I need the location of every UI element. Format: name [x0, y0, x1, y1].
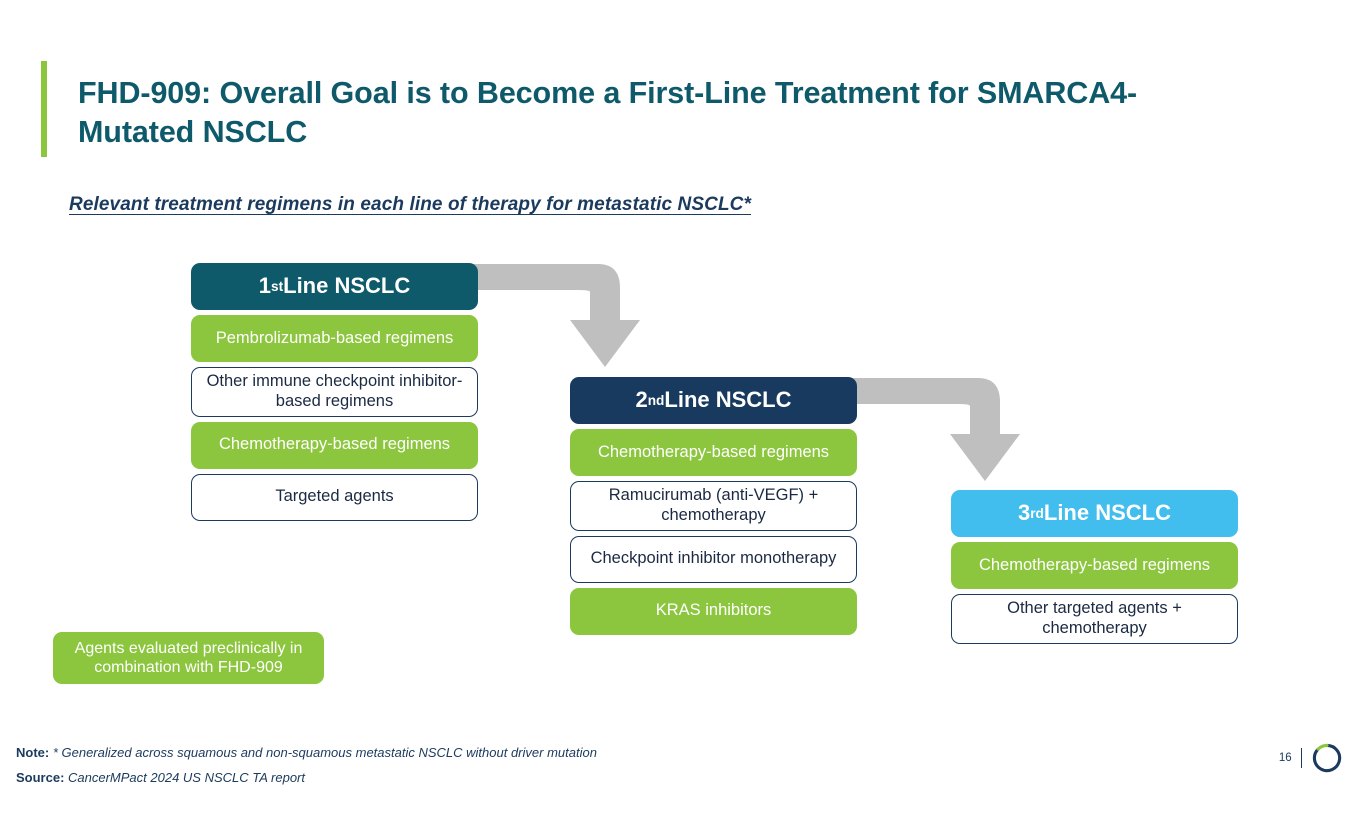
regimen-item[interactable]: Chemotherapy-based regimens: [570, 429, 857, 476]
header-text: Line NSCLC: [664, 387, 792, 413]
regimen-item[interactable]: Checkpoint inhibitor monotherapy: [570, 535, 857, 583]
page-footer: 16: [1279, 742, 1343, 774]
regimen-item[interactable]: Targeted agents: [191, 473, 478, 521]
arrow-1st-to-2nd-icon: [470, 264, 640, 367]
regimen-item[interactable]: Chemotherapy-based regimens: [191, 421, 478, 469]
footer-divider: [1300, 748, 1302, 768]
regimen-item[interactable]: KRAS inhibitors: [570, 587, 857, 635]
footnote-note: Note: * Generalized across squamous and …: [16, 740, 597, 765]
arrow-2nd-to-3rd-icon: [850, 378, 1020, 481]
regimen-item[interactable]: Ramucirumab (anti-VEGF) + chemotherapy: [570, 481, 857, 531]
footnote-source: Source: CancerMPact 2024 US NSCLC TA rep…: [16, 765, 597, 790]
footnote-note-text: * Generalized across squamous and non-sq…: [49, 745, 597, 760]
header-text: Line NSCLC: [283, 273, 411, 299]
regimen-item[interactable]: Other immune checkpoint inhibitor-based …: [191, 367, 478, 417]
page-title: FHD-909: Overall Goal is to Become a Fir…: [78, 76, 1138, 150]
regimen-item[interactable]: Chemotherapy-based regimens: [951, 542, 1238, 589]
legend-chip: Agents evaluated preclinically in combin…: [53, 632, 324, 684]
footnote-source-label: Source:: [16, 770, 65, 786]
company-logo-icon: [1312, 743, 1342, 773]
footnote-note-label: Note:: [16, 745, 50, 760]
header-text: Line NSCLC: [1043, 500, 1171, 526]
header-ordinal: 2: [635, 387, 648, 413]
regimen-item[interactable]: Other targeted agents + chemotherapy: [951, 594, 1238, 644]
header-ordinal: 3: [1018, 500, 1031, 526]
title-accent-bar: [41, 61, 47, 157]
footnote-source-text: CancerMPact 2024 US NSCLC TA report: [64, 770, 305, 786]
header-ordinal: 1: [258, 273, 271, 299]
slide-subtitle: Relevant treatment regimens in each line…: [69, 194, 751, 215]
page-number: 16: [1278, 752, 1292, 764]
footnotes: Note: * Generalized across squamous and …: [16, 740, 597, 791]
regimen-item[interactable]: Pembrolizumab-based regimens: [191, 315, 478, 362]
